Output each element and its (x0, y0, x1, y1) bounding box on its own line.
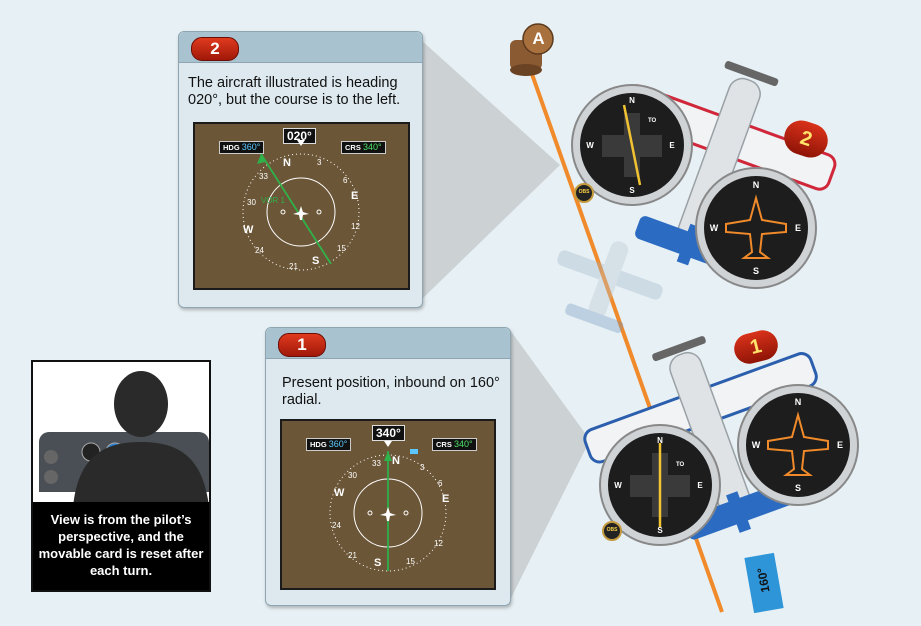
svg-text:N: N (795, 397, 802, 407)
rose-2-30: 30 (247, 198, 256, 207)
station-a-label: A (532, 29, 545, 48)
rose-1-s: S (374, 557, 382, 569)
panel-position-2: 2 The aircraft illustrated is heading 02… (178, 31, 423, 308)
compass-rose-2 (242, 140, 360, 271)
rose-1-15: 15 (406, 557, 415, 566)
svg-text:W: W (614, 481, 622, 490)
svg-text:E: E (669, 141, 675, 150)
hsi-screen-1: HDG 360° CRS 340° 340° N E S W 3 6 12 15… (280, 419, 496, 590)
hsi-screen-2: HDG 360° CRS 340° 020° VOR 1 N E S W 3 6… (193, 122, 410, 290)
svg-text:S: S (657, 526, 663, 535)
panel-2-badge: 2 (191, 37, 239, 61)
heading-readout-1: 340° (372, 425, 405, 441)
obs-knob-2-label: OBS (578, 189, 590, 195)
rose-1-12: 12 (434, 539, 443, 548)
panel-2-caption: The aircraft illustrated is heading 020°… (188, 75, 401, 108)
panel-1-badge: 1 (278, 333, 326, 357)
vor-to-flag-1: TO (676, 462, 685, 468)
pilot-silhouette (73, 371, 209, 507)
svg-text:E: E (697, 481, 703, 490)
crs-box-1: CRS 340° (432, 438, 477, 451)
rose-2-e: E (351, 190, 359, 202)
rose-2-15: 15 (337, 244, 346, 253)
rose-1-24: 24 (332, 521, 341, 530)
rose-2-21: 21 (289, 262, 298, 271)
rose-1-6: 6 (438, 479, 443, 488)
rose-1-33: 33 (372, 459, 381, 468)
svg-text:W: W (710, 223, 719, 233)
svg-text:E: E (837, 440, 843, 450)
rose-1-w: W (334, 487, 345, 499)
panel-1-caption: Present position, inbound on 160° radial… (282, 375, 500, 408)
vor-label-2: VOR 1 (261, 196, 286, 205)
svg-text:W: W (752, 440, 761, 450)
obs-knob-1-label: OBS (606, 527, 618, 533)
rose-2-24: 24 (255, 246, 264, 255)
crs-box-2: CRS 340° (341, 141, 386, 154)
heading-readout-2: 020° (283, 128, 316, 144)
hdg-box-2: HDG 360° (219, 141, 265, 154)
rose-1-3: 3 (420, 463, 425, 472)
pilot-note-text: View is from the pilot’s perspective, an… (33, 502, 209, 590)
pilot-perspective-note: View is from the pilot’s perspective, an… (31, 360, 211, 592)
rose-2-w: W (243, 224, 254, 236)
compass-rose-1 (329, 441, 447, 572)
svg-text:S: S (629, 186, 635, 195)
svg-text:N: N (657, 436, 663, 445)
rose-1-n: N (392, 455, 400, 467)
panel-position-1: 1 Present position, inbound on 160° radi… (265, 327, 511, 606)
rose-1-21: 21 (348, 551, 357, 560)
rose-2-n: N (283, 157, 291, 169)
rose-1-30: 30 (348, 471, 357, 480)
svg-text:W: W (586, 141, 594, 150)
svg-text:N: N (629, 96, 635, 105)
rose-2-6: 6 (343, 176, 348, 185)
svg-text:S: S (753, 266, 759, 276)
svg-text:S: S (795, 483, 801, 493)
rose-2-s: S (312, 255, 320, 267)
rose-2-12: 12 (351, 222, 360, 231)
rose-1-e: E (442, 493, 450, 505)
vor-to-flag-2: TO (648, 118, 657, 124)
svg-text:E: E (795, 223, 801, 233)
hdg-box-1: HDG 360° (306, 438, 352, 451)
svg-text:N: N (753, 180, 760, 190)
rose-2-3: 3 (317, 158, 322, 167)
rose-2-33: 33 (259, 172, 268, 181)
